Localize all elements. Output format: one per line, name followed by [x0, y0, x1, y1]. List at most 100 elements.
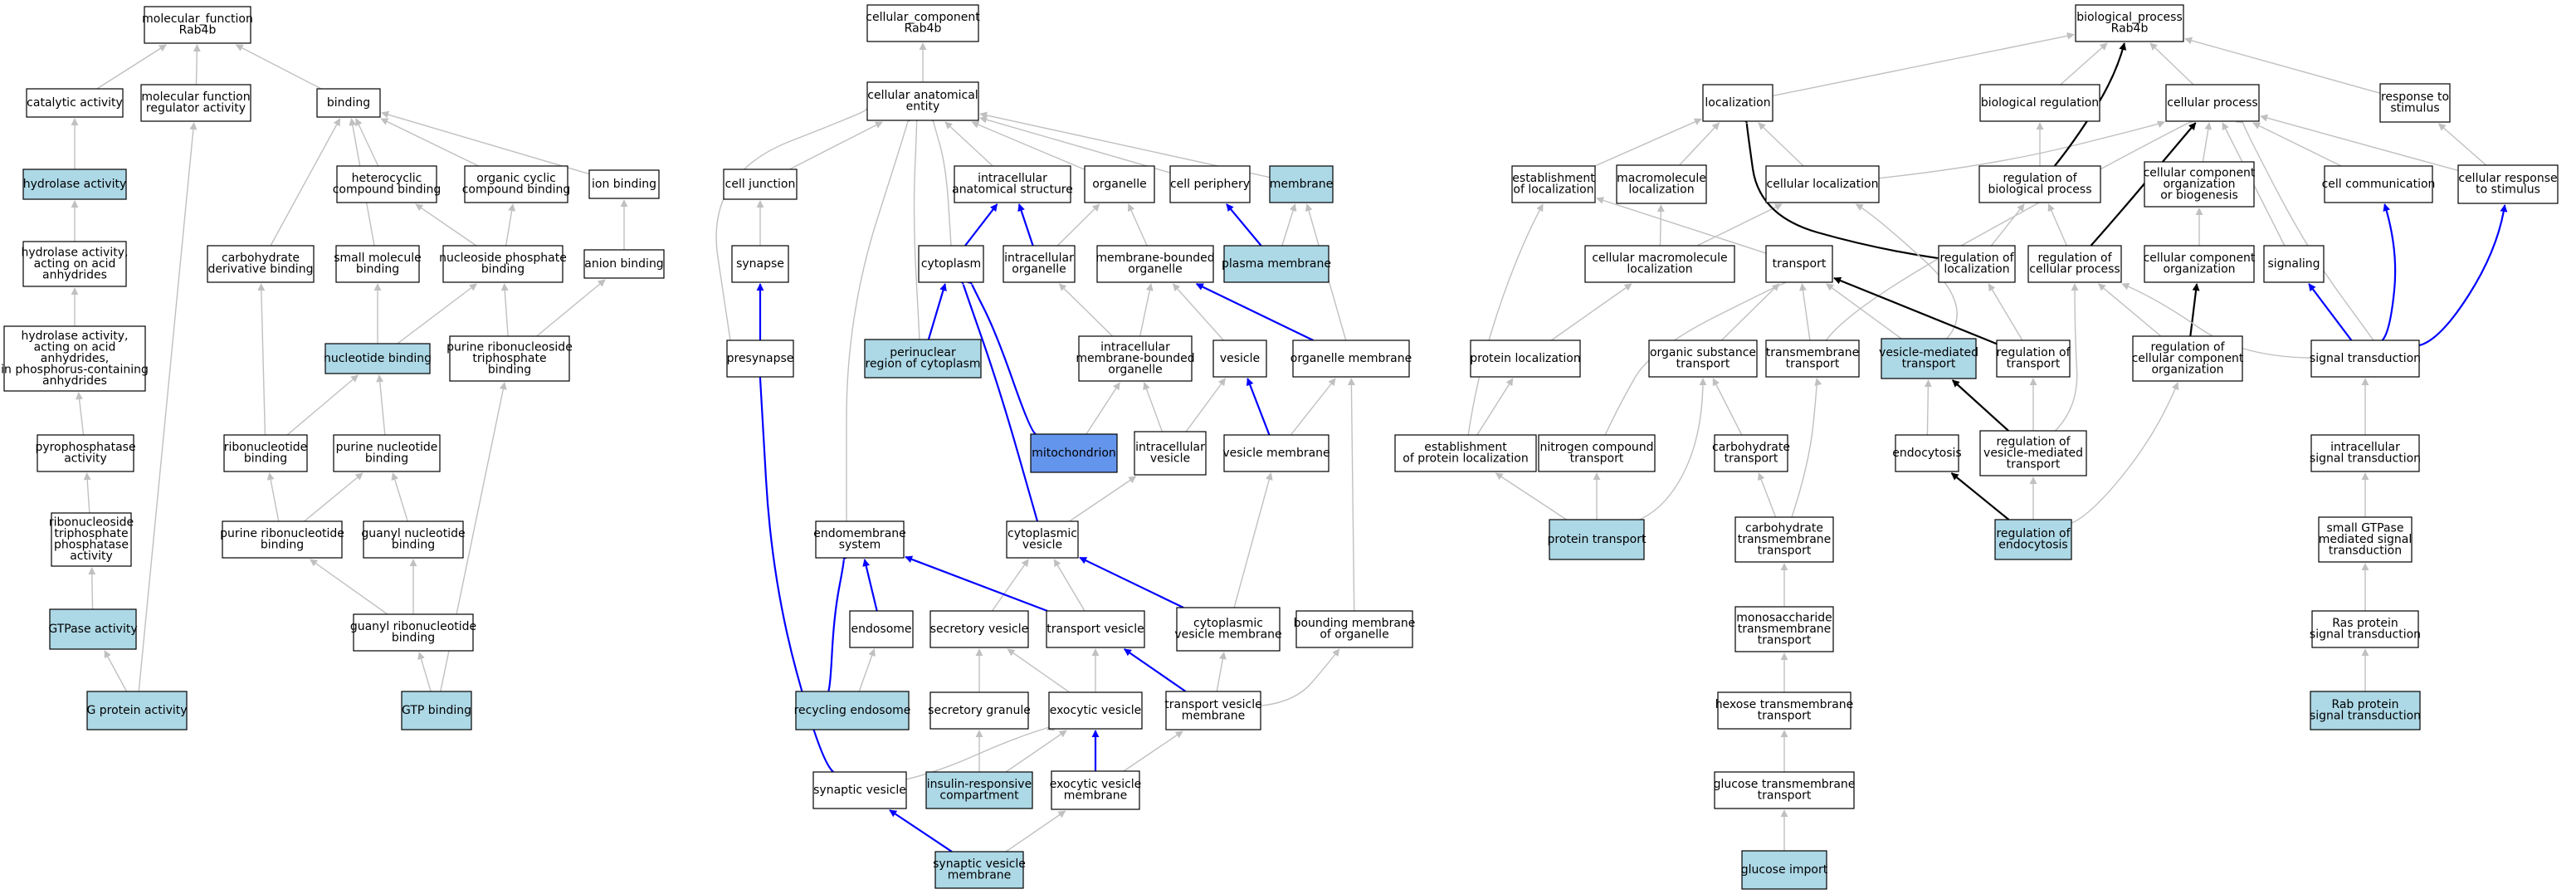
- node-cytoplasm[interactable]: cytoplasm: [918, 245, 984, 283]
- node-secr-ves[interactable]: secretory vesicle: [929, 610, 1029, 648]
- node-cell-loc[interactable]: cellular localization: [1765, 165, 1880, 203]
- node-transport[interactable]: transport: [1765, 245, 1833, 283]
- node-anion[interactable]: anion binding: [583, 249, 665, 279]
- node-syn-ves[interactable]: synaptic vesicle: [812, 771, 907, 809]
- node-signaling[interactable]: signaling: [2263, 245, 2325, 283]
- node-gtpase[interactable]: GTPase activity: [48, 608, 138, 650]
- node-membrane[interactable]: membrane: [1269, 165, 1334, 203]
- node-cell-proc[interactable]: cellular process: [2165, 84, 2260, 122]
- node-hyd-phos[interactable]: hydrolase activity,acting on acidanhydri…: [1, 325, 149, 392]
- node-cell-comm[interactable]: cell communication: [2322, 165, 2436, 203]
- node-prot-loc[interactable]: protein localization: [1470, 340, 1581, 378]
- node-trans-ves[interactable]: transport vesicle: [1046, 610, 1145, 648]
- node-vesicle[interactable]: vesicle: [1212, 340, 1267, 378]
- node-mito[interactable]: mitochondrion: [1030, 433, 1118, 473]
- node-glu-import[interactable]: glucose import: [1741, 850, 1828, 890]
- node-endocytosis[interactable]: endocytosis: [1892, 434, 1962, 472]
- node-hyd-acid[interactable]: hydrolase activity,acting on acidanhydri…: [22, 241, 129, 287]
- node-exo-ves[interactable]: exocytic vesicle: [1048, 691, 1143, 730]
- node-presynapse[interactable]: presynapse: [726, 340, 794, 378]
- node-rntp-act[interactable]: ribonucleosidetriphosphatephosphataseact…: [49, 512, 134, 567]
- node-localization[interactable]: localization: [1702, 84, 1773, 122]
- node-secr-gran[interactable]: secretory granule: [928, 691, 1031, 730]
- node-ves-mem[interactable]: vesicle membrane: [1222, 434, 1330, 472]
- node-hydrolase[interactable]: hydrolase activity: [22, 169, 127, 200]
- node-nucleotide[interactable]: nucleotide binding: [324, 343, 432, 374]
- node-catalytic[interactable]: catalytic activity: [26, 88, 124, 118]
- node-prot-trans[interactable]: protein transport: [1548, 519, 1647, 560]
- node-binding[interactable]: binding: [316, 88, 381, 118]
- node-gtp-binding[interactable]: GTP binding: [401, 691, 472, 730]
- node-org-mem[interactable]: organelle membrane: [1290, 340, 1412, 378]
- node-ion-binding[interactable]: ion binding: [588, 169, 660, 199]
- node-synapse[interactable]: synapse: [731, 245, 789, 283]
- node-endosome[interactable]: endosome: [849, 610, 914, 648]
- node-recyc-endo[interactable]: recycling endosome: [794, 691, 911, 730]
- node-sig-trans[interactable]: signal transduction: [2310, 340, 2421, 378]
- node-organelle[interactable]: organelle: [1084, 165, 1155, 203]
- node-bio-reg[interactable]: biological regulation: [1979, 84, 2100, 122]
- node-cell-junction[interactable]: cell junction: [723, 169, 798, 200]
- node-cell-periph[interactable]: cell periphery: [1169, 165, 1251, 203]
- node-g-protein[interactable]: G protein activity: [86, 691, 188, 730]
